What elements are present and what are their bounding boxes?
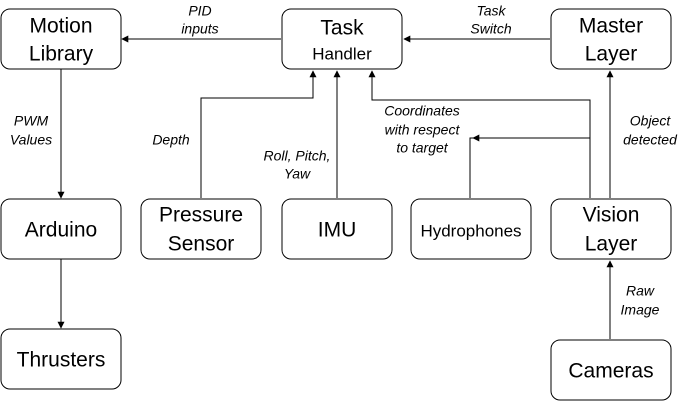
- node-imu[interactable]: IMU: [281, 198, 393, 260]
- arduino-label: Arduino: [25, 219, 97, 242]
- node-task-handler[interactable]: Task Handler: [281, 8, 403, 70]
- edge-vision-to-task: [368, 70, 591, 198]
- node-motion-library[interactable]: Motion Library: [0, 8, 122, 70]
- node-vision-layer[interactable]: Vision Layer: [550, 198, 672, 260]
- roll-pitch-yaw-label-2: Yaw: [284, 166, 311, 182]
- object-detected-label-2: detected: [623, 132, 678, 148]
- node-cameras[interactable]: Cameras: [550, 339, 672, 401]
- coordinates-label-1: Coordinates: [384, 103, 460, 119]
- object-detected-label-1: Object: [630, 113, 672, 129]
- raw-image-label-1: Raw: [626, 283, 655, 299]
- coordinates-label-2: with respect: [385, 122, 461, 138]
- roll-pitch-yaw-label-1: Roll, Pitch,: [264, 148, 331, 164]
- pressure-sensor-label-1: Pressure: [159, 204, 243, 227]
- pressure-sensor-label-2: Sensor: [168, 233, 235, 256]
- task-switch-label-2: Switch: [470, 21, 511, 37]
- task-handler-label-1: Task: [320, 17, 364, 40]
- coordinates-label-3: to target: [396, 140, 448, 156]
- task-switch-label-1: Task: [476, 3, 506, 19]
- edge-hydrophones-to-task: [469, 137, 473, 198]
- depth-label: Depth: [152, 132, 190, 148]
- raw-image-label-2: Image: [621, 302, 660, 318]
- pwm-values-label-2: Values: [10, 132, 52, 148]
- vision-layer-label-1: Vision: [583, 204, 640, 227]
- node-pressure-sensor[interactable]: Pressure Sensor: [140, 198, 262, 260]
- pid-inputs-label-1: PID: [188, 3, 211, 19]
- motion-library-label-1: Motion: [29, 15, 92, 38]
- pid-inputs-label-2: inputs: [181, 21, 218, 37]
- edge-labels: PID inputs Task Switch PWM Values Depth …: [10, 3, 678, 318]
- hydrophones-label: Hydrophones: [420, 221, 521, 240]
- cameras-label: Cameras: [568, 360, 653, 383]
- task-handler-label-2: Handler: [312, 44, 372, 63]
- pwm-values-label-1: PWM: [14, 113, 49, 129]
- vision-layer-label-2: Layer: [585, 233, 638, 256]
- node-thrusters[interactable]: Thrusters: [0, 328, 122, 390]
- imu-label: IMU: [318, 219, 357, 242]
- node-hydrophones[interactable]: Hydrophones: [410, 198, 532, 260]
- motion-library-label-2: Library: [29, 43, 94, 66]
- node-master-layer[interactable]: Master Layer: [550, 8, 672, 70]
- master-layer-label-2: Layer: [585, 43, 638, 66]
- master-layer-label-1: Master: [579, 15, 643, 38]
- thrusters-label: Thrusters: [17, 349, 106, 372]
- edge-pressure-to-task: [200, 70, 317, 198]
- node-arduino[interactable]: Arduino: [0, 198, 122, 260]
- edges: [57, 35, 614, 339]
